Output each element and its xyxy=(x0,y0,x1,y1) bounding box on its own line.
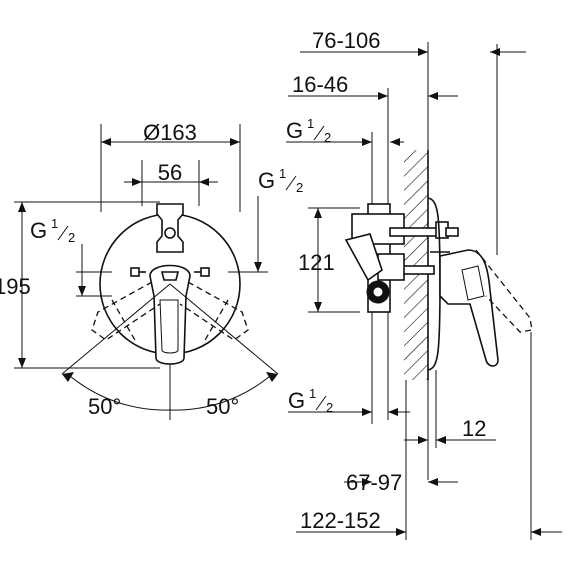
lever-handle xyxy=(149,264,191,365)
dim-top-label: 76-106 xyxy=(312,28,381,53)
dim-lower-label: 67-97 xyxy=(346,470,402,495)
side-inlet-bottom-thread: G 1 2 xyxy=(288,386,410,416)
diverter-knob xyxy=(156,203,184,253)
dimension-121: 121 xyxy=(298,207,360,313)
svg-text:2: 2 xyxy=(296,180,303,195)
inlet-top-thread: G 1 2 xyxy=(228,166,303,273)
angle-dimension: 50° 50° xyxy=(61,283,279,419)
front-view: Ø163 56 G 1 2 G 1 xyxy=(0,120,303,420)
svg-text:2: 2 xyxy=(68,230,75,245)
valve-body xyxy=(344,203,459,313)
height-dimension: 195 xyxy=(0,201,160,369)
side-inlet-bottom-label: G 1 xyxy=(288,386,316,413)
width-label: 56 xyxy=(158,160,182,185)
height-label: 195 xyxy=(0,274,31,299)
inlet-left-label: G 1 xyxy=(30,216,58,243)
dim-bottom-label: 122-152 xyxy=(300,508,381,533)
dimension-67-97: 67-97 xyxy=(344,470,458,495)
dimension-122-152: 122-152 xyxy=(296,508,562,536)
offset-label: 12 xyxy=(462,416,486,441)
side-inlet-top-label: G 1 xyxy=(286,116,314,143)
diameter-dimension: Ø163 xyxy=(100,120,241,212)
angle-left-label: 50° xyxy=(88,394,121,419)
svg-text:2: 2 xyxy=(324,130,331,145)
svg-text:2: 2 xyxy=(326,400,333,415)
dim-second-label: 16-46 xyxy=(292,72,348,97)
side-height-label: 121 xyxy=(298,250,335,275)
escutcheon-profile xyxy=(427,197,441,371)
dimension-16-46: 16-46 xyxy=(288,72,389,214)
side-view: 76-106 16-46 G 1 2 xyxy=(286,28,562,540)
diameter-label: Ø163 xyxy=(143,120,197,145)
dimension-12: 12 xyxy=(404,416,496,444)
lever-profile xyxy=(439,249,533,367)
swing-range xyxy=(91,281,249,343)
width-dimension: 56 xyxy=(124,160,218,206)
side-inlet-top-thread: G 1 2 xyxy=(286,116,404,214)
angle-right-label: 50° xyxy=(206,394,239,419)
inlet-left-thread: G 1 2 xyxy=(30,216,112,297)
inlet-top-label: G 1 xyxy=(258,166,286,193)
wall-section xyxy=(404,150,428,380)
